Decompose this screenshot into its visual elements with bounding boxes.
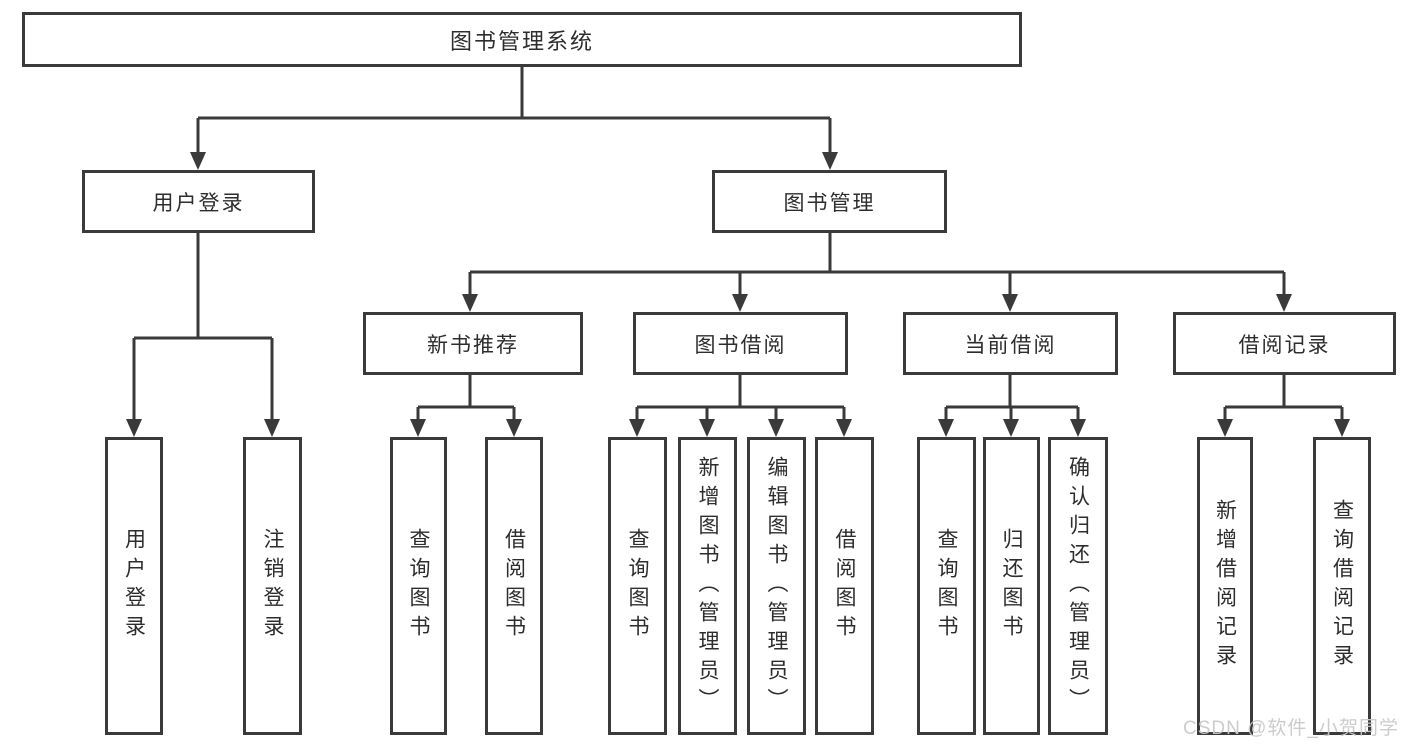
node-bb-query-books: 查询图书 (608, 437, 667, 735)
node-cb-return-books: 归还图书 (983, 437, 1040, 735)
node-user-login-action: 用户登录 (105, 437, 163, 735)
arrowheads (126, 152, 1350, 437)
arrow-icon (190, 152, 206, 170)
node-user-login: 用户登录 (82, 170, 315, 233)
node-br-add-record: 新增借阅记录 (1197, 437, 1253, 735)
arrow-icon (1217, 419, 1233, 437)
arrow-icon (1070, 419, 1086, 437)
node-bb-add-books-admin: 新增图书（管理员） (678, 437, 737, 735)
node-book-management: 图书管理 (712, 170, 947, 233)
node-root: 图书管理系统 (22, 12, 1022, 67)
node-borrow-records: 借阅记录 (1173, 312, 1396, 375)
node-nb-borrow-books: 借阅图书 (485, 437, 543, 735)
node-nb-query-books: 查询图书 (390, 437, 447, 735)
arrow-icon (1334, 419, 1350, 437)
node-logout: 注销登录 (243, 437, 302, 735)
arrow-icon (768, 419, 784, 437)
node-current-borrow: 当前借阅 (903, 312, 1118, 375)
watermark: CSDN @软件_小贺同学 (1183, 718, 1399, 739)
arrow-icon (1002, 294, 1018, 312)
node-br-query-record: 查询借阅记录 (1313, 437, 1371, 735)
arrow-icon (699, 419, 715, 437)
node-cb-query-books: 查询图书 (917, 437, 976, 735)
arrow-icon (1003, 419, 1019, 437)
arrow-icon (462, 294, 478, 312)
arrow-icon (264, 419, 280, 437)
arrow-icon (938, 419, 954, 437)
arrow-icon (126, 419, 142, 437)
arrow-icon (410, 419, 426, 437)
arrow-icon (732, 294, 748, 312)
node-new-book-recommend: 新书推荐 (363, 312, 583, 375)
arrow-icon (822, 152, 838, 170)
connector-lines (132, 67, 1344, 421)
arrow-icon (836, 419, 852, 437)
node-cb-confirm-return-admin: 确认归还（管理员） (1048, 437, 1108, 735)
node-bb-borrow-books: 借阅图书 (815, 437, 874, 735)
node-book-borrow: 图书借阅 (633, 312, 848, 375)
arrow-icon (629, 419, 645, 437)
arrow-icon (1276, 294, 1292, 312)
arrow-icon (506, 419, 522, 437)
node-bb-edit-books-admin: 编辑图书（管理员） (747, 437, 806, 735)
